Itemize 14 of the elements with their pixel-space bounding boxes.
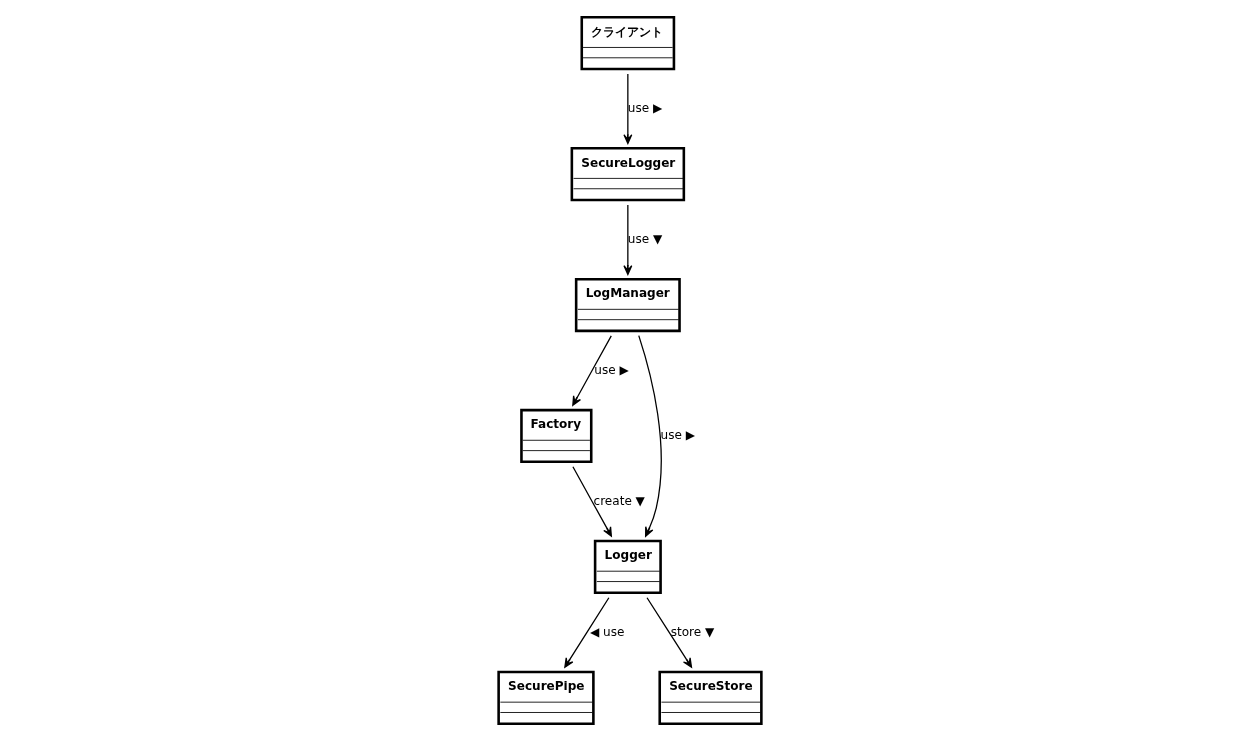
arrow: [564, 597, 610, 668]
arrow: [623, 73, 633, 145]
edge-label: create ▼: [593, 493, 645, 508]
edge-label: use ▼: [627, 231, 663, 246]
edge-label: store ▼: [670, 624, 715, 639]
edge-label: use ▶: [594, 362, 629, 377]
arrow: [646, 597, 693, 668]
arrow: [572, 335, 612, 406]
arrow: [623, 204, 633, 275]
arrow: [638, 335, 662, 537]
edge-label: use ▶: [660, 428, 696, 443]
arrow: [572, 466, 612, 537]
edge-label: ◀ use: [589, 624, 625, 639]
edge-label: use ▶: [627, 100, 663, 115]
